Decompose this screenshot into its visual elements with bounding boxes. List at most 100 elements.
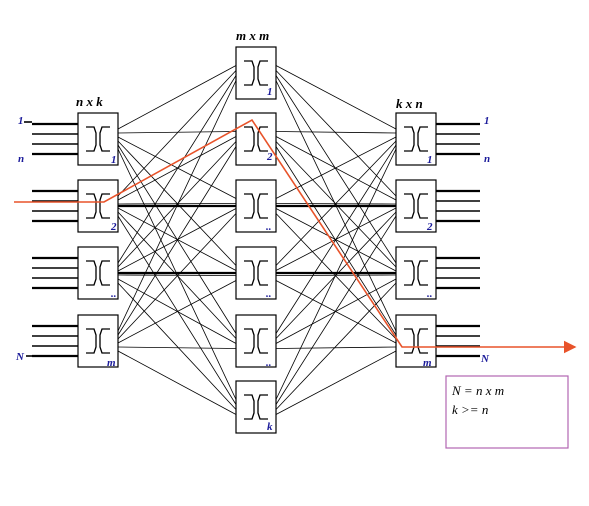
middle-egress-link [275, 213, 397, 340]
middle-switch [235, 246, 277, 300]
ingress-middle-link [117, 136, 237, 201]
middle-egress-link [275, 282, 397, 410]
switch-box [235, 179, 277, 233]
ingress-switch-label: 1 [111, 154, 117, 166]
switch-stages [77, 46, 437, 434]
switch-box [235, 246, 277, 300]
crossbar-icon [244, 394, 268, 420]
middle-egress-link [275, 136, 397, 201]
ingress-switch [77, 314, 119, 368]
ingress-middle-link [117, 148, 237, 400]
crossbar-icon [86, 126, 110, 152]
ingress-middle-link [117, 136, 237, 199]
ingress-middle-link [117, 282, 237, 410]
ingress-middle-link [117, 131, 237, 134]
middle-switch [235, 179, 277, 233]
switch-box [235, 112, 277, 166]
switch-box [77, 112, 119, 166]
middle-switch [235, 46, 277, 100]
ingress-middle-link [117, 65, 237, 130]
ingress-switch-label: m [107, 357, 116, 369]
middle-switch-label: .. [266, 288, 272, 300]
middle-switch [235, 112, 277, 166]
middle-switch [235, 314, 277, 368]
middle-switch-label: .. [266, 357, 272, 369]
egress-switch-label: 1 [427, 154, 433, 166]
ingress-switch [77, 246, 119, 300]
crossbar-icon [404, 126, 428, 152]
ingress-middle-link [117, 146, 237, 336]
ingress-middle-link [117, 208, 237, 272]
middle-egress-link [275, 148, 397, 400]
middle-egress-link [275, 146, 397, 336]
ingress-switch-label: .. [111, 288, 117, 300]
ingress-middle-link [117, 207, 237, 271]
egress-switch [395, 314, 437, 368]
egress-switch [395, 246, 437, 300]
crossbar-icon [244, 60, 268, 86]
ingress-middle-link [117, 346, 237, 349]
input-N-label: N [15, 351, 25, 363]
switch-box [235, 46, 277, 100]
switch-box [395, 179, 437, 233]
switch-box [77, 246, 119, 300]
io-lines [24, 121, 480, 358]
crossbar-icon [86, 260, 110, 286]
middle-switch-label: k [267, 421, 273, 433]
middle-switch-label: .. [266, 221, 272, 233]
crossbar-icon [244, 126, 268, 152]
input-n-label: n [18, 153, 24, 165]
middle-egress-link [275, 75, 397, 264]
ingress-middle-link [117, 70, 237, 197]
output-N-label: N [480, 353, 490, 365]
interconnect-mesh [117, 65, 397, 415]
switch-box [235, 314, 277, 368]
formula-note-box [445, 375, 569, 449]
egress-switch-label: m [423, 357, 432, 369]
middle-stage-header: m x m [236, 28, 269, 43]
middle-egress-link [275, 136, 397, 199]
middle-egress-link [275, 131, 397, 134]
middle-egress-link [275, 140, 397, 266]
middle-egress-link [275, 350, 397, 415]
ingress-switch [77, 112, 119, 166]
middle-egress-link [275, 65, 397, 130]
ingress-middle-link [117, 213, 237, 340]
switch-box [77, 314, 119, 368]
egress-stage-header: k x n [396, 96, 423, 111]
middle-egress-link [275, 278, 397, 344]
crossbar-icon [404, 193, 428, 219]
crossbar-icon [244, 193, 268, 219]
egress-switch [395, 179, 437, 233]
middle-switch-label: 2 [266, 151, 273, 163]
ingress-middle-link [117, 280, 237, 344]
switch-box [77, 179, 119, 233]
switch-box [395, 314, 437, 368]
ingress-middle-link [117, 215, 237, 405]
output-n-label: n [484, 153, 490, 165]
ingress-switch [77, 179, 119, 233]
input-1-label: 1 [18, 115, 24, 127]
ingress-switch-label: 2 [110, 221, 117, 233]
middle-egress-link [275, 346, 397, 349]
switch-box [395, 112, 437, 166]
formula-line-2: k >= n [452, 402, 488, 417]
ingress-middle-link [117, 350, 237, 415]
middle-egress-link [275, 280, 397, 344]
ingress-middle-link [117, 140, 237, 266]
switch-box [235, 380, 277, 434]
formula-line-1: N = n x m [451, 383, 504, 398]
middle-egress-link [275, 215, 397, 405]
output-1-label: 1 [484, 115, 490, 127]
ingress-stage-header: n x k [76, 94, 103, 109]
crossbar-icon [244, 260, 268, 286]
egress-switch-label: 2 [426, 221, 433, 233]
switch-box [395, 246, 437, 300]
highlighted-connection-path [14, 118, 577, 354]
crossbar-icon [404, 328, 428, 354]
middle-egress-link [275, 141, 397, 268]
ingress-middle-link [117, 75, 237, 264]
crossbar-icon [86, 193, 110, 219]
crossbar-icon [404, 260, 428, 286]
